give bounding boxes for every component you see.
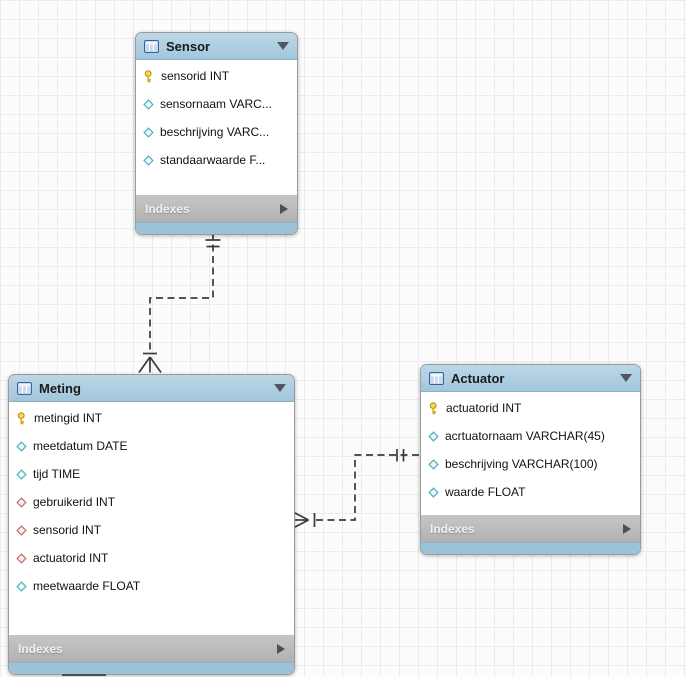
column-label: acrtuatornaam VARCHAR(45) [445,429,605,443]
relationship-actuator-meting[interactable] [293,449,419,529]
column-label: actuatorid INT [446,401,522,415]
table-icon [429,371,444,385]
column-row[interactable]: meetwaarde FLOAT [9,572,294,600]
column-row[interactable]: gebruikerid INT [9,488,294,516]
column-row[interactable]: standaarwaarde F... [136,146,297,174]
foreign-key-diamond-icon [16,524,27,536]
expand-arrow-icon [280,203,288,214]
column-label: metingid INT [34,411,103,425]
collapse-triangle-icon[interactable] [274,384,286,392]
attribute-diamond-icon [143,154,154,166]
table-icon [144,39,159,53]
table-sensor[interactable]: Sensor sensorid INT sensornaam VARC... [135,32,298,235]
column-row[interactable]: tijd TIME [9,460,294,488]
column-label: actuatorid INT [33,551,109,565]
table-actuator-header[interactable]: Actuator [421,365,640,392]
column-label: meetdatum DATE [33,439,128,453]
collapse-triangle-icon[interactable] [277,42,289,50]
table-sensor-columns: sensorid INT sensornaam VARC... beschrij… [136,60,297,195]
foreign-key-diamond-icon [16,496,27,508]
table-icon [17,381,32,395]
indexes-bar[interactable]: Indexes [9,635,294,662]
column-row[interactable]: actuatorid INT [421,394,640,422]
attribute-diamond-icon [16,440,27,452]
table-actuator-columns: actuatorid INT acrtuatornaam VARCHAR(45)… [421,392,640,515]
foreign-key-diamond-icon [16,552,27,564]
crow-foot-icon [293,511,309,529]
attribute-diamond-icon [428,458,439,470]
column-label: standaarwaarde F... [160,153,266,167]
column-row[interactable]: acrtuatornaam VARCHAR(45) [421,422,640,450]
table-footer [421,542,640,554]
attribute-diamond-icon [16,468,27,480]
primary-key-icon [429,401,437,414]
attribute-diamond-icon [428,430,439,442]
table-footer [9,662,294,674]
partial-shape-bottom [62,674,106,676]
table-sensor-header[interactable]: Sensor [136,33,297,60]
column-row[interactable]: waarde FLOAT [421,478,640,506]
crow-foot-icon [138,356,162,373]
column-row[interactable]: sensorid INT [9,516,294,544]
indexes-label: Indexes [18,641,63,656]
column-row[interactable]: metingid INT [9,404,294,432]
relationship-sensor-meting[interactable] [138,233,221,373]
collapse-triangle-icon[interactable] [620,374,632,382]
column-label: tijd TIME [33,467,81,481]
column-row[interactable]: meetdatum DATE [9,432,294,460]
table-title: Actuator [451,370,505,386]
expand-arrow-icon [277,643,285,654]
column-label: sensorid INT [161,69,230,83]
primary-key-icon [17,411,25,424]
column-label: waarde FLOAT [445,485,526,499]
indexes-bar[interactable]: Indexes [136,195,297,222]
column-row[interactable]: sensornaam VARC... [136,90,297,118]
indexes-bar[interactable]: Indexes [421,515,640,542]
table-title: Meting [39,380,81,396]
table-meting-columns: metingid INT meetdatum DATE tijd TIME ge… [9,402,294,635]
attribute-diamond-icon [143,98,154,110]
table-actuator[interactable]: Actuator actuatorid INT acrtuatornaam VA… [420,364,641,555]
column-label: sensorid INT [33,523,102,537]
attribute-diamond-icon [143,126,154,138]
attribute-diamond-icon [16,580,27,592]
column-label: beschrijving VARC... [160,125,270,139]
attribute-diamond-icon [428,486,439,498]
column-row[interactable]: sensorid INT [136,62,297,90]
expand-arrow-icon [623,523,631,534]
table-meting[interactable]: Meting metingid INT meetdatum DATE [8,374,295,675]
table-title: Sensor [166,38,211,54]
column-label: meetwaarde FLOAT [33,579,141,593]
column-row[interactable]: beschrijving VARC... [136,118,297,146]
indexes-label: Indexes [430,521,475,536]
column-label: beschrijving VARCHAR(100) [445,457,598,471]
table-meting-header[interactable]: Meting [9,375,294,402]
column-label: sensornaam VARC... [160,97,272,111]
column-label: gebruikerid INT [33,495,116,509]
primary-key-icon [144,69,152,82]
column-row[interactable]: beschrijving VARCHAR(100) [421,450,640,478]
indexes-label: Indexes [145,201,190,216]
column-row[interactable]: actuatorid INT [9,544,294,572]
table-footer [136,222,297,234]
